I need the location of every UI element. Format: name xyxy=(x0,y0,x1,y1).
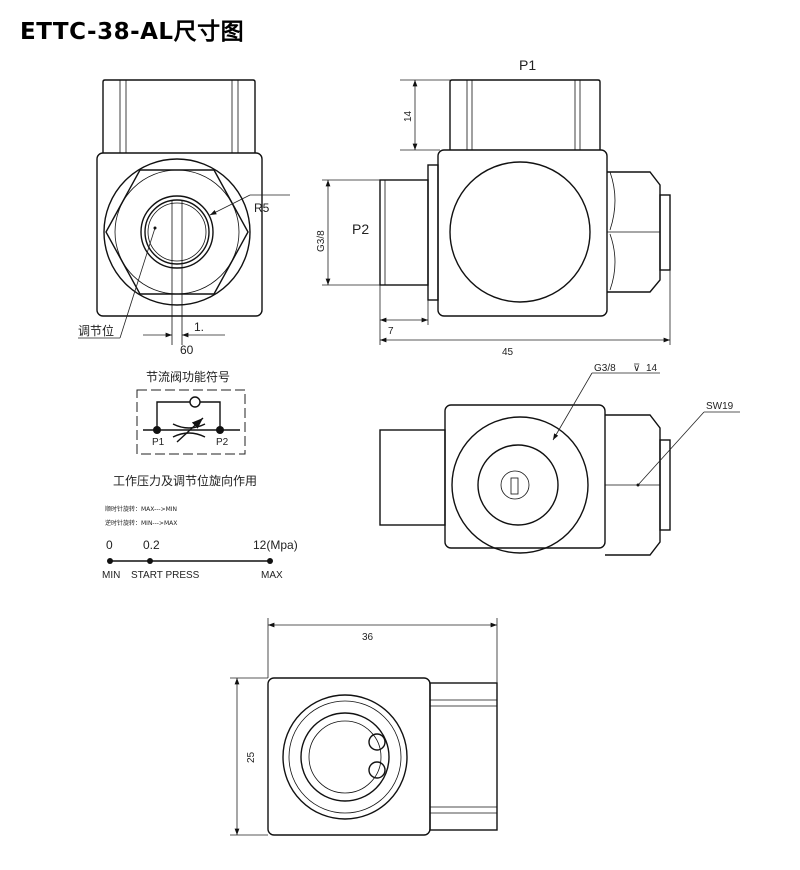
top-height-dim: 14 xyxy=(403,110,414,122)
adjust-position-label: 调节位 xyxy=(78,323,114,338)
symbol-port-p1: P1 xyxy=(152,437,165,448)
tick-start-value: 0.2 xyxy=(143,538,160,552)
clockwise-note: 顺时针旋转：MAX--->MIN xyxy=(105,505,177,513)
pressure-title: 工作压力及调节位旋向作用 xyxy=(113,473,257,488)
drawing-title: ETTC-38-AL尺寸图 xyxy=(20,19,245,45)
symbol-title: 节流阀功能符号 xyxy=(146,369,230,384)
bottom-view: 36 25 xyxy=(230,618,498,836)
thread-dim: G3/8 xyxy=(316,230,327,252)
slot-dim-a: 1. xyxy=(194,320,204,334)
thread-depth: 14 xyxy=(646,363,658,374)
width-dim: 36 xyxy=(362,632,374,643)
wrench-size-label: SW19 xyxy=(706,401,734,412)
height-dim: 25 xyxy=(246,751,257,763)
port-length-dim: 7 xyxy=(388,326,394,337)
slot-dim-b: 60 xyxy=(180,343,194,357)
throttle-valve-symbol: 节流阀功能符号 P1 P2 xyxy=(136,369,246,455)
radius-label: R5 xyxy=(254,201,270,215)
port-p2-label: P2 xyxy=(352,221,369,237)
counterclockwise-note: 逆时针旋转：MIN--->MAX xyxy=(105,519,177,527)
total-length-dim: 45 xyxy=(502,347,514,358)
tick-min-label: MIN xyxy=(102,570,120,581)
tick-max-label: MAX xyxy=(261,570,283,581)
port-p1-label: P1 xyxy=(519,57,536,73)
side-view: 14 P1 G3/8 P2 7 45 xyxy=(316,57,671,358)
tick-start-label: START PRESS xyxy=(131,570,200,581)
symbol-port-p2: P2 xyxy=(216,437,229,448)
tick-min-value: 0 xyxy=(106,538,113,552)
depth-symbol: ⊽ xyxy=(633,363,640,374)
top-view: G3/8 ⊽ 14 SW19 xyxy=(379,363,740,556)
tick-max-value: 12(Mpa) xyxy=(253,538,298,552)
pressure-scale: 工作压力及调节位旋向作用 顺时针旋转：MAX--->MIN 逆时针旋转：MIN-… xyxy=(102,473,298,581)
front-view: R5 调节位 1. 60 xyxy=(78,79,290,357)
thread-callout: G3/8 xyxy=(594,363,616,374)
